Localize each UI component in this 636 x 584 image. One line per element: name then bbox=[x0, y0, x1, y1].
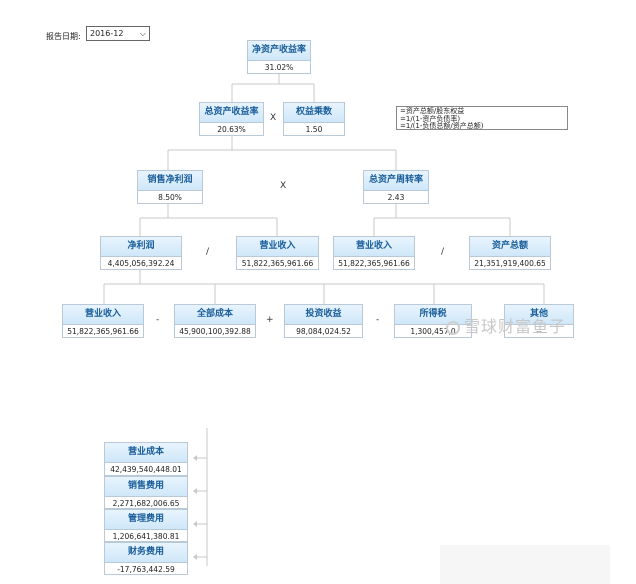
operator-divide: / bbox=[206, 247, 210, 257]
formula-line: =资产总额/股东权益 bbox=[400, 107, 465, 115]
node-title: 全部成本 bbox=[175, 305, 255, 325]
camera-icon bbox=[446, 320, 460, 335]
faded-area bbox=[440, 545, 610, 584]
node-operating-cost[interactable]: 营业成本 42,439,540,448.01 bbox=[104, 442, 188, 476]
node-title: 权益乘数 bbox=[284, 103, 344, 123]
node-roe[interactable]: 净资产收益率 31.02% bbox=[247, 40, 311, 74]
operator-plus: + bbox=[266, 315, 274, 325]
node-value: 2,271,682,006.65 bbox=[112, 499, 180, 508]
node-value: 21,351,919,400.65 bbox=[474, 259, 546, 268]
operator-times: X bbox=[270, 113, 277, 123]
node-title: 营业收入 bbox=[237, 237, 318, 257]
node-income-tax[interactable]: 所得税 1,300,457,0 bbox=[394, 304, 472, 338]
operator-times: X bbox=[280, 181, 287, 191]
watermark: 雪球财富鱼子 bbox=[446, 313, 566, 337]
node-value: 51,822,365,961.66 bbox=[338, 259, 410, 268]
operator-minus: - bbox=[156, 315, 160, 325]
node-title: 总资产收益率 bbox=[200, 103, 263, 123]
node-value: 8.50% bbox=[158, 193, 182, 202]
node-revenue[interactable]: 营业收入 51,822,365,961.66 bbox=[236, 236, 319, 270]
node-title: 其他 bbox=[505, 305, 573, 325]
operator-minus: - bbox=[376, 315, 380, 325]
node-title: 管理费用 bbox=[105, 510, 187, 530]
node-revenue[interactable]: 营业收入 51,822,365,961.66 bbox=[333, 236, 415, 270]
node-value: -17,763,442.59 bbox=[117, 565, 175, 574]
node-title: 投资收益 bbox=[285, 305, 362, 325]
node-title: 营业成本 bbox=[105, 443, 187, 463]
node-value: 45,900,100,392.88 bbox=[179, 327, 251, 336]
node-equity-multiplier[interactable]: 权益乘数 1.50 bbox=[283, 102, 345, 136]
report-date-label: 报告日期: bbox=[46, 32, 81, 41]
chevron-down-icon[interactable]: ⌵ bbox=[139, 29, 146, 38]
node-title: 销售费用 bbox=[105, 477, 187, 497]
report-date-value: 2016-12 bbox=[90, 29, 124, 38]
node-net-profit[interactable]: 净利润 4,405,056,392.24 bbox=[100, 236, 182, 270]
node-title: 所得税 bbox=[395, 305, 471, 325]
node-value: 1,206,641,380.81 bbox=[112, 532, 180, 541]
node-title: 总资产周转率 bbox=[364, 171, 428, 191]
node-value: 20.63% bbox=[217, 125, 246, 134]
equity-multiplier-formula: =资产总额/股东权益 =1/(1-资产负债率) =1/(1-负债总额/资产总额) bbox=[396, 106, 568, 130]
node-asset-turnover[interactable]: 总资产周转率 2.43 bbox=[363, 170, 429, 204]
node-revenue[interactable]: 营业收入 51,822,365,961.66 bbox=[62, 304, 144, 338]
report-date-select[interactable]: 2016-12 ⌵ bbox=[86, 26, 150, 41]
node-total-assets[interactable]: 资产总额 21,351,919,400.65 bbox=[469, 236, 551, 270]
node-admin-expense[interactable]: 管理费用 1,206,641,380.81 bbox=[104, 509, 188, 542]
node-value: 1,300,457,0 bbox=[410, 327, 456, 336]
node-selling-expense[interactable]: 销售费用 2,271,682,006.65 bbox=[104, 476, 188, 509]
node-investment-income[interactable]: 投资收益 98,084,024.52 bbox=[284, 304, 363, 338]
node-title: 销售净利润 bbox=[138, 171, 202, 191]
node-value: 4,405,056,392.24 bbox=[107, 259, 175, 268]
node-value: 31.02% bbox=[264, 63, 294, 72]
watermark-text: 雪球财富鱼子 bbox=[464, 317, 567, 336]
node-net-margin[interactable]: 销售净利润 8.50% bbox=[137, 170, 203, 204]
node-title: 财务费用 bbox=[105, 543, 187, 563]
node-value: 51,822,365,961.66 bbox=[241, 259, 314, 268]
formula-line: =1/(1-资产负债率) bbox=[400, 114, 461, 123]
node-finance-expense[interactable]: 财务费用 -17,763,442.59 bbox=[104, 542, 188, 575]
node-other[interactable]: 其他 -- bbox=[504, 304, 574, 338]
node-title: 净资产收益率 bbox=[248, 41, 310, 61]
node-value: 2.43 bbox=[387, 193, 405, 202]
node-title: 营业收入 bbox=[63, 305, 143, 325]
node-value: 51,822,365,961.66 bbox=[67, 327, 139, 336]
node-title: 资产总额 bbox=[470, 237, 550, 257]
formula-line: =1/(1-负债总额/资产总额) bbox=[400, 122, 484, 130]
node-value: -- bbox=[536, 327, 542, 336]
node-title: 净利润 bbox=[101, 237, 181, 257]
operator-divide: / bbox=[441, 247, 445, 257]
node-value: 42,439,540,448.01 bbox=[110, 465, 182, 474]
node-title: 营业收入 bbox=[334, 237, 414, 257]
node-roa[interactable]: 总资产收益率 20.63% bbox=[199, 102, 264, 136]
node-value: 98,084,024.52 bbox=[296, 327, 351, 336]
node-total-cost[interactable]: 全部成本 45,900,100,392.88 bbox=[174, 304, 256, 338]
node-value: 1.50 bbox=[305, 125, 323, 134]
